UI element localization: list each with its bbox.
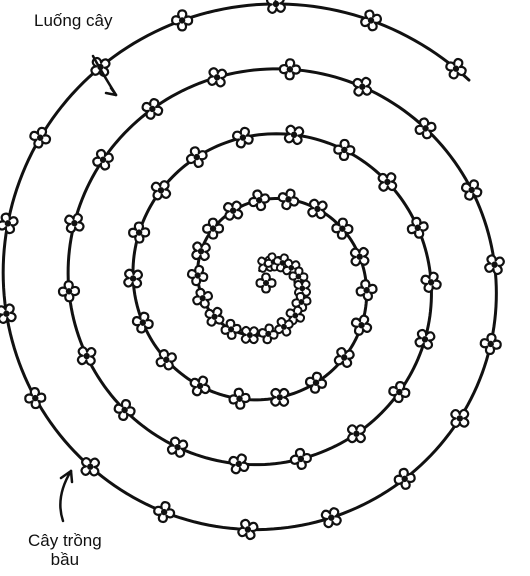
plant-icon	[280, 59, 301, 80]
plant-icon	[342, 420, 370, 448]
plant-icon	[228, 388, 250, 410]
plant-icon	[187, 237, 215, 265]
plant-icon	[446, 404, 474, 432]
plant-icon	[235, 516, 262, 543]
plant-icon	[411, 326, 438, 353]
spiral-row-line	[3, 4, 496, 530]
plant-icon	[131, 311, 155, 335]
plant-icon	[0, 300, 20, 328]
plant-icon	[129, 222, 150, 243]
plant-icon	[304, 195, 332, 223]
plant-icon	[346, 243, 374, 271]
potted-plant-label-line-1: Cây trồng	[28, 532, 102, 551]
row-arrowhead	[106, 88, 116, 95]
plant-icon	[359, 8, 383, 32]
plant-icon	[318, 504, 345, 531]
plant-icon	[186, 372, 213, 399]
plant-icon	[184, 144, 209, 169]
plant-icon	[225, 450, 252, 477]
plant-icon	[348, 73, 376, 101]
plant-icon	[480, 333, 502, 355]
plant-icon	[305, 371, 328, 394]
plant-icon	[276, 187, 302, 213]
plant-icon	[230, 125, 255, 150]
plant-icon	[58, 281, 79, 302]
plant-icon	[418, 269, 444, 295]
plants-group	[0, 0, 508, 543]
plant-icon	[90, 147, 115, 172]
plant-icon	[60, 209, 88, 237]
plant-icon	[172, 10, 192, 30]
plant-icon	[164, 434, 190, 460]
plant-icon	[406, 216, 430, 240]
plant-icon	[186, 264, 210, 288]
center-plant-icon	[257, 274, 276, 293]
plant-icon	[140, 96, 165, 121]
plant-icon	[290, 448, 313, 471]
plant-icon	[247, 188, 272, 213]
planting-row-label-text: Luống cây	[34, 11, 112, 30]
plant-icon	[334, 139, 355, 160]
plant-icon	[25, 387, 46, 408]
potted-plant-label-line-2: bầu	[28, 551, 102, 570]
plant-icon	[221, 319, 242, 340]
plant-icon	[73, 342, 101, 370]
plant-icon	[266, 383, 294, 411]
plant-icon	[219, 197, 247, 225]
plant-icon	[152, 500, 176, 524]
plant-icon	[190, 286, 215, 311]
spiral-group	[3, 4, 496, 530]
plant-icon	[203, 63, 231, 91]
plant-icon	[355, 278, 379, 302]
planting-row-label: Luống cây	[34, 12, 112, 31]
plant-icon	[459, 177, 485, 203]
plant-icon	[28, 125, 53, 150]
plant-icon	[348, 312, 375, 339]
potted-plant-label: Cây trồng bầu	[28, 532, 102, 569]
